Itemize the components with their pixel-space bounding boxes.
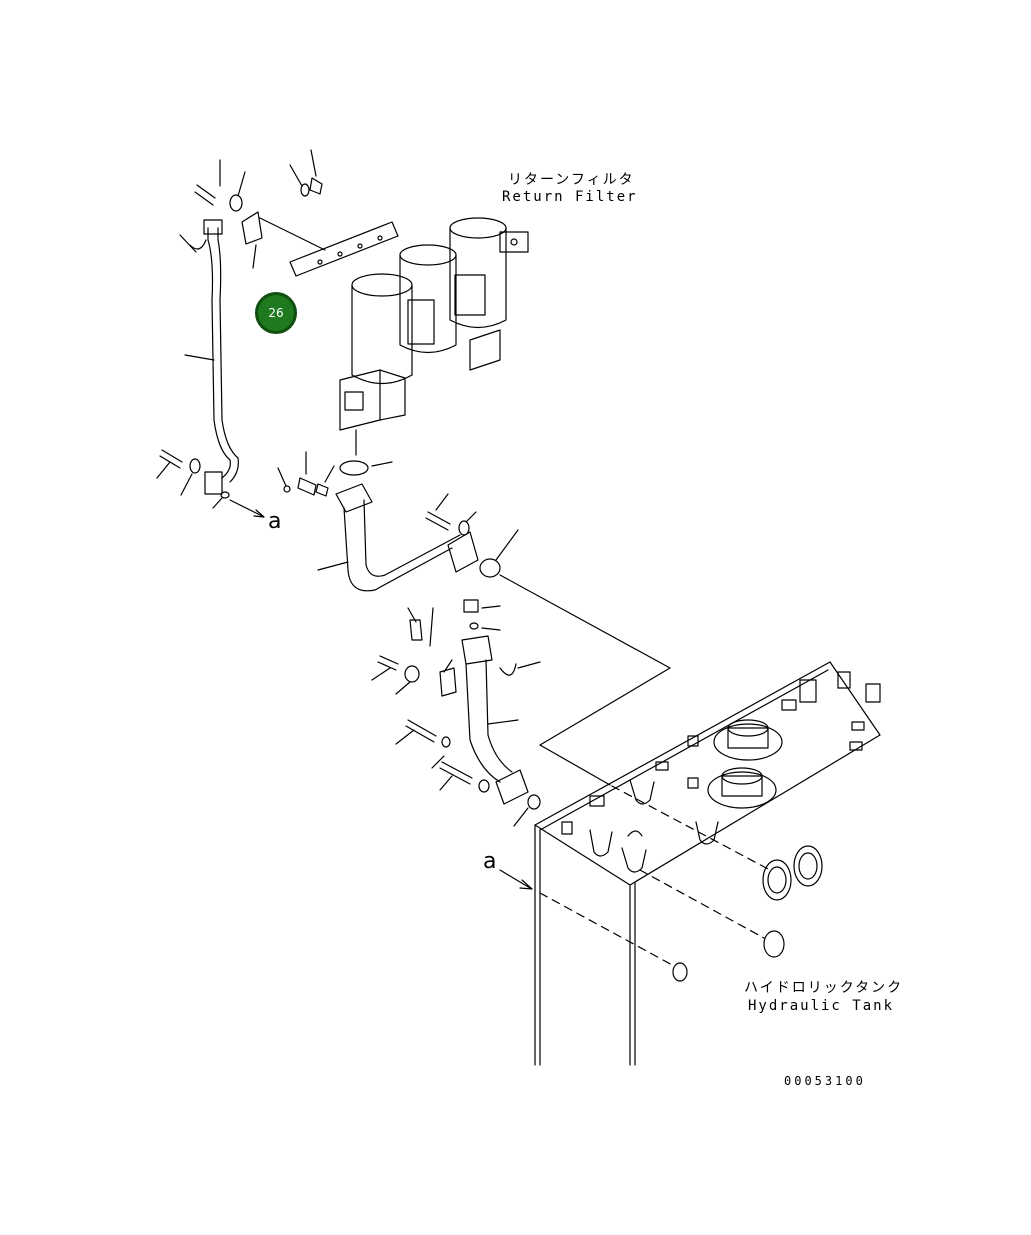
return-filter-assembly: [259, 217, 529, 456]
hydraulic-tank-label-en: Hydraulic Tank: [748, 998, 895, 1014]
hose-and-fasteners: [156, 149, 323, 518]
return-filter-label-jp: リターンフィルタ: [508, 172, 635, 188]
return-filter-label-en: Return Filter: [502, 189, 638, 205]
hydraulic-tank-label-jp: ハイドロリックタンク: [744, 980, 904, 996]
drawing-number: 00053100: [784, 1074, 866, 1088]
reference-a-top: a: [268, 509, 282, 534]
reference-a-bottom: a: [483, 849, 497, 874]
lower-pipe: [371, 599, 541, 827]
hydraulic-tank: [499, 661, 881, 1066]
part-callout-26[interactable]: 26: [255, 292, 297, 334]
elbow-pipe: [277, 451, 671, 786]
